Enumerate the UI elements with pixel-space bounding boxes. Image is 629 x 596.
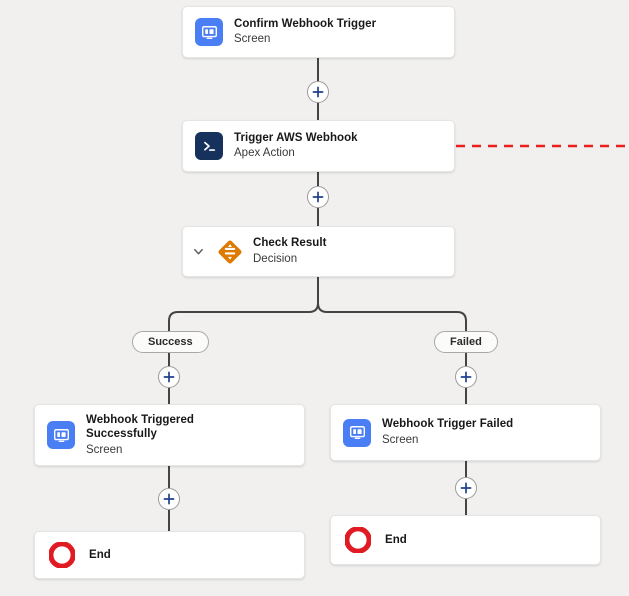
branch-label-success[interactable]: Success <box>132 331 209 353</box>
screen-icon <box>343 418 371 447</box>
branch-label-text: Failed <box>450 336 482 348</box>
branch-label-failed[interactable]: Failed <box>434 331 498 353</box>
flow-node-subtitle: Decision <box>253 252 298 265</box>
flow-node-webhook-trigger-failed[interactable]: Webhook Trigger Failed Screen <box>330 404 601 461</box>
flow-node-title: Check Result <box>253 237 327 250</box>
add-element-button-after-trigger-aws-webhook[interactable] <box>307 186 329 208</box>
flow-node-title: Webhook Triggered Successfully <box>86 413 194 441</box>
plus-icon <box>460 482 472 494</box>
add-element-button-before-end-success[interactable] <box>158 488 180 510</box>
add-element-button-failed-branch[interactable] <box>455 366 477 388</box>
end-stop-icon <box>49 542 75 568</box>
plus-icon <box>163 371 175 383</box>
flow-node-subtitle: Apex Action <box>234 147 295 160</box>
plus-icon <box>460 371 472 383</box>
screen-icon <box>195 18 223 46</box>
flow-node-title: End <box>385 533 407 546</box>
plus-icon <box>312 86 324 98</box>
chevron-down-icon[interactable] <box>191 245 205 259</box>
plus-icon <box>163 493 175 505</box>
flow-node-confirm-webhook-trigger[interactable]: Confirm Webhook Trigger Screen <box>182 6 455 58</box>
decision-icon <box>215 237 245 267</box>
plus-icon <box>312 191 324 203</box>
add-element-button-after-confirm-webhook-trigger[interactable] <box>307 81 329 103</box>
flow-node-subtitle: Screen <box>234 33 271 46</box>
flow-node-check-result[interactable]: Check Result Decision <box>182 226 455 277</box>
end-stop-icon <box>345 527 371 553</box>
flow-node-title: Trigger AWS Webhook <box>234 131 358 144</box>
flow-node-end-failed[interactable]: End <box>330 515 601 565</box>
flow-node-subtitle: Screen <box>382 433 419 446</box>
flow-node-title: Confirm Webhook Trigger <box>234 17 377 30</box>
screen-icon <box>47 421 75 449</box>
branch-label-text: Success <box>148 336 193 348</box>
flow-node-trigger-aws-webhook[interactable]: Trigger AWS Webhook Apex Action <box>182 120 455 172</box>
flow-node-title: Webhook Trigger Failed <box>382 418 514 431</box>
apex-action-icon <box>195 132 223 160</box>
add-element-button-before-end-failed[interactable] <box>455 477 477 499</box>
flow-node-webhook-triggered-successfully[interactable]: Webhook Triggered Successfully Screen <box>34 404 305 466</box>
flow-node-title: End <box>89 548 111 561</box>
flow-node-subtitle: Screen <box>86 443 123 456</box>
add-element-button-success-branch[interactable] <box>158 366 180 388</box>
flow-node-end-success[interactable]: End <box>34 531 305 579</box>
